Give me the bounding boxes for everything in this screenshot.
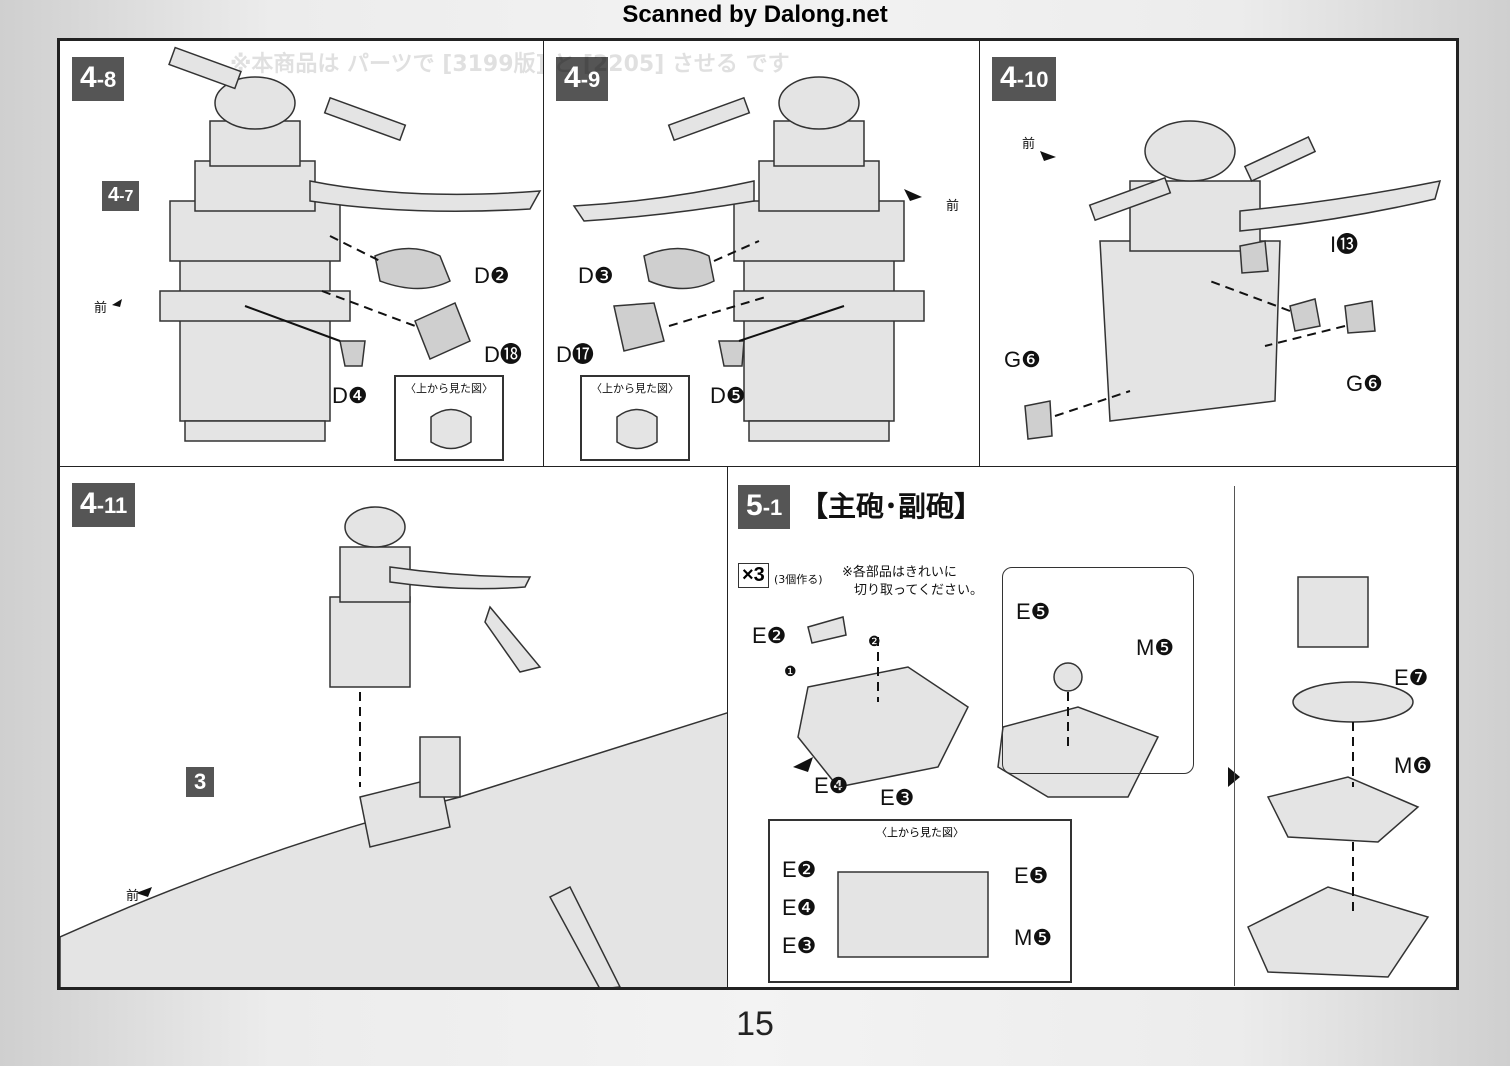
step-badge-4-8: 4-8 xyxy=(72,57,125,101)
part-label: D⓲ xyxy=(484,342,522,367)
part-label: D⓱ xyxy=(556,342,594,367)
quantity-badge: ×3 xyxy=(738,563,769,588)
part-label: E❷ xyxy=(782,857,817,882)
top-view-drawing xyxy=(430,408,472,450)
top-view-caption: 〈上から見た図〉 xyxy=(405,382,493,395)
part-label: D❸ xyxy=(578,263,614,288)
part-label: D❹ xyxy=(332,383,368,408)
panel-step-4-8: 4-8 4-7 xyxy=(59,40,545,468)
front-direction-label: 前 xyxy=(94,301,108,316)
tower-illustration-4-8 xyxy=(112,46,542,442)
panel-step-4-10: 4-10 I⓭ G❻ xyxy=(979,40,1457,468)
front-direction-label: 前 xyxy=(1022,137,1036,152)
step-badge-5-1: 5-1 xyxy=(738,485,791,529)
part-label: E❺ xyxy=(1016,599,1051,624)
battleship-illustration xyxy=(60,506,728,987)
step-ref-badge-4-7: 4-7 xyxy=(102,181,140,211)
part-label: E❸ xyxy=(880,785,915,810)
part-label: M❺ xyxy=(1136,635,1175,660)
top-view-caption: 〈上から見た図〉 xyxy=(591,382,679,395)
front-direction-label: 前 xyxy=(126,889,140,904)
page-number: 15 xyxy=(736,1005,774,1043)
part-label: I⓭ xyxy=(1330,232,1359,257)
part-label: E❹ xyxy=(782,895,817,920)
step-arrow-number: ❶ xyxy=(784,663,797,679)
part-label: E❺ xyxy=(1014,863,1049,888)
panel-step-5-1: 5-1 【主砲･副砲】 ×3 (3個作る) ※各部品はきれいに 切り取ってくださ… xyxy=(727,466,1457,988)
part-label: E❹ xyxy=(814,773,849,798)
cutting-note-line1: ※各部品はきれいに xyxy=(842,565,957,580)
top-view-box: 〈上から見た図〉 xyxy=(394,375,504,461)
front-direction-label: 前 xyxy=(946,199,960,214)
top-view-box: 〈上から見た図〉 xyxy=(768,819,1072,983)
background-notice: ※本商品は パーツで [3199版] と [2205] させる です xyxy=(230,52,790,77)
part-label: M❻ xyxy=(1394,753,1433,778)
panel-step-4-11: 4-11 3 前 xyxy=(59,466,729,988)
turret-illustration xyxy=(793,576,1430,978)
tower-illustration-4-10 xyxy=(1024,120,1442,440)
part-label: E❸ xyxy=(782,933,817,958)
quantity-note: (3個作る) xyxy=(774,573,823,586)
part-label: D❷ xyxy=(474,263,510,288)
tower-illustration-4-9 xyxy=(572,76,925,442)
scanner-watermark: Scanned by Dalong.net xyxy=(622,1,888,28)
step-arrow-number: ❷ xyxy=(868,633,881,649)
instruction-frame: 4-8 4-7 xyxy=(57,38,1459,990)
section-title: 【主砲･副砲】 xyxy=(800,490,983,523)
step-number: 4 xyxy=(80,61,97,94)
inset-callout-box xyxy=(1002,567,1194,774)
step-ref-badge-3: 3 xyxy=(186,767,215,797)
top-view-drawing xyxy=(616,408,658,450)
part-label: D❺ xyxy=(710,383,746,408)
step-badge-4-11: 4-11 xyxy=(72,483,136,527)
part-label: E❷ xyxy=(752,623,787,648)
cutting-note-line2: 切り取ってください。 xyxy=(854,583,983,598)
panel-divider xyxy=(1234,486,1235,986)
part-label: M❺ xyxy=(1014,925,1053,950)
step-badge-4-9: 4-9 xyxy=(556,57,609,101)
top-view-caption: 〈上から見た図〉 xyxy=(876,826,964,839)
part-label: E❼ xyxy=(1394,665,1429,690)
step-badge-4-10: 4-10 xyxy=(992,57,1057,101)
step-sub: -8 xyxy=(96,67,117,92)
panel-step-4-9: 4-9 xyxy=(543,40,981,468)
part-label: G❻ xyxy=(1004,347,1041,372)
part-label: G❻ xyxy=(1346,371,1383,396)
top-view-box: 〈上から見た図〉 xyxy=(580,375,690,461)
